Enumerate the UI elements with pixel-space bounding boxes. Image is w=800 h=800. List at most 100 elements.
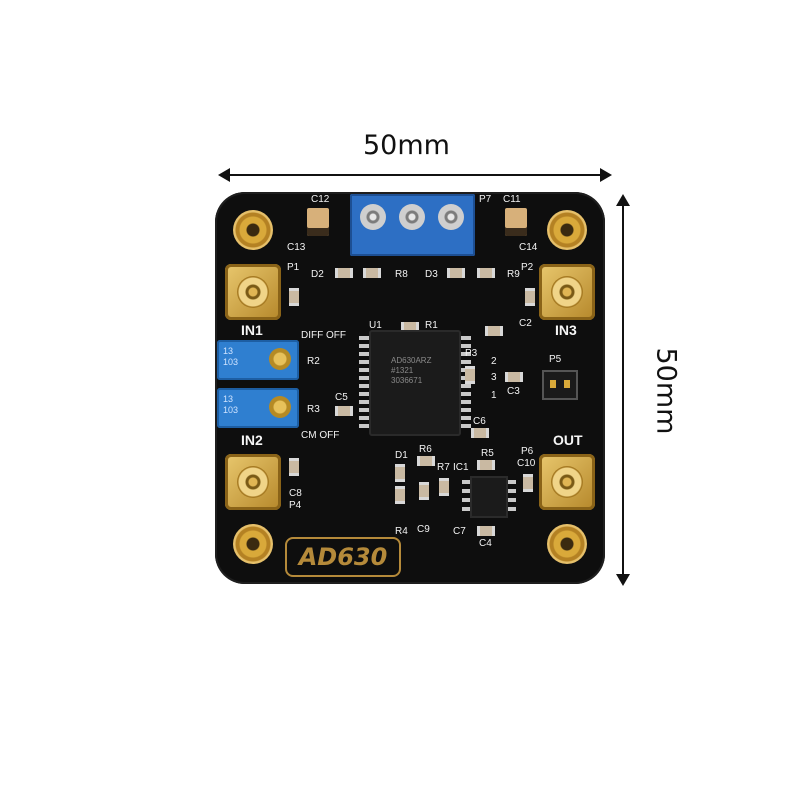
ic-pins-left	[359, 336, 369, 430]
label-d3: D3	[425, 269, 438, 280]
label-p3-pin1: 1	[491, 390, 497, 401]
height-dimension-line	[622, 198, 624, 578]
label-ic1: IC1	[453, 462, 469, 473]
capacitor-c10	[523, 474, 533, 492]
label-c13: C13	[287, 242, 306, 253]
label-c10: C10	[517, 458, 536, 469]
sma-connector-in1[interactable]	[225, 264, 281, 320]
resistor-pad	[485, 326, 503, 336]
width-arrow-right	[600, 168, 612, 182]
label-r9: R9	[507, 269, 520, 280]
jumper-p3	[465, 366, 475, 384]
label-c8: C8	[289, 488, 302, 499]
ic-pins-left	[462, 480, 470, 514]
width-arrow-left	[218, 168, 230, 182]
opamp-ic1	[462, 476, 516, 518]
label-p7: P7	[479, 194, 492, 205]
label-c5: C5	[335, 392, 348, 403]
label-d2: D2	[311, 269, 324, 280]
resistor-r6	[417, 456, 435, 466]
capacitor-c4	[477, 526, 495, 536]
trim-screw-icon[interactable]	[269, 396, 291, 418]
label-c7: C7	[453, 526, 466, 537]
capacitor-c2	[525, 288, 535, 306]
label-p2: P2	[521, 262, 534, 273]
capacitor-c6	[471, 428, 489, 438]
pcb-board: P7 C12 C13 C11 C14 D2 R8 D3 R9 P1 IN1 P2…	[215, 192, 605, 584]
screw-icon[interactable]	[399, 204, 425, 230]
resistor-r7	[439, 478, 449, 496]
label-c12: C12	[311, 194, 330, 205]
label-p4: P4	[289, 500, 302, 511]
capacitor-c3	[505, 372, 523, 382]
label-cm-off: CM OFF	[301, 430, 340, 441]
label-r2: R2	[307, 356, 320, 367]
resistor-r4-a	[395, 486, 405, 504]
label-in3: IN3	[555, 322, 577, 338]
label-p1: P1	[287, 262, 300, 273]
height-label: 50mm	[650, 347, 682, 435]
label-in2: IN2	[241, 432, 263, 448]
diode-d1	[395, 464, 405, 482]
label-c14: C14	[519, 242, 538, 253]
sma-connector-out[interactable]	[539, 454, 595, 510]
label-u1: U1	[369, 320, 382, 331]
label-c4: C4	[479, 538, 492, 549]
label-r7: R7	[437, 462, 450, 473]
height-arrow-top	[616, 194, 630, 206]
label-c6: C6	[473, 416, 486, 427]
label-p3: P3	[465, 348, 478, 359]
label-r4: R4	[395, 526, 408, 537]
jumper-header-p5[interactable]	[542, 370, 578, 400]
capacitor-c8	[289, 458, 299, 476]
label-in1: IN1	[241, 322, 263, 338]
label-p5: P5	[549, 354, 562, 365]
mounting-hole-top-right	[547, 210, 587, 250]
ad630-logo: AD630	[285, 537, 401, 577]
capacitor-c12	[307, 208, 329, 236]
mounting-hole-top-left	[233, 210, 273, 250]
label-c9: C9	[417, 524, 430, 535]
label-r5: R5	[481, 448, 494, 459]
label-diff-off: DIFF OFF	[301, 330, 346, 341]
label-r8: R8	[395, 269, 408, 280]
ic-pins-right	[508, 480, 516, 514]
resistor-r5	[477, 460, 495, 470]
label-p3-pin3: 3	[491, 372, 497, 383]
label-r1: R1	[425, 320, 438, 331]
sma-connector-in3[interactable]	[539, 264, 595, 320]
resistor-r9	[477, 268, 495, 278]
mounting-hole-bottom-right	[547, 524, 587, 564]
label-c3: C3	[507, 386, 520, 397]
led-d3	[447, 268, 465, 278]
width-label: 50mm	[363, 130, 450, 161]
trim-screw-icon[interactable]	[269, 348, 291, 370]
capacitor-c5	[335, 406, 353, 416]
label-p6: P6	[521, 446, 534, 457]
label-c11: C11	[503, 194, 521, 205]
resistor-r1	[401, 322, 419, 332]
screw-icon[interactable]	[360, 204, 386, 230]
label-p3-pin2: 2	[491, 356, 497, 367]
screw-icon[interactable]	[438, 204, 464, 230]
label-r6: R6	[419, 444, 432, 455]
label-out: OUT	[553, 432, 583, 448]
capacitor-c11	[505, 208, 527, 236]
sma-connector-in2[interactable]	[225, 454, 281, 510]
led-d2	[335, 268, 353, 278]
resistor-r8	[363, 268, 381, 278]
screw-terminal[interactable]	[350, 194, 475, 256]
width-dimension-line	[222, 174, 604, 176]
capacitor-c9	[419, 482, 429, 500]
label-d1: D1	[395, 450, 408, 461]
label-c2: C2	[519, 318, 532, 329]
height-arrow-bottom	[616, 574, 630, 586]
label-r3: R3	[307, 404, 320, 415]
mounting-hole-bottom-left	[233, 524, 273, 564]
